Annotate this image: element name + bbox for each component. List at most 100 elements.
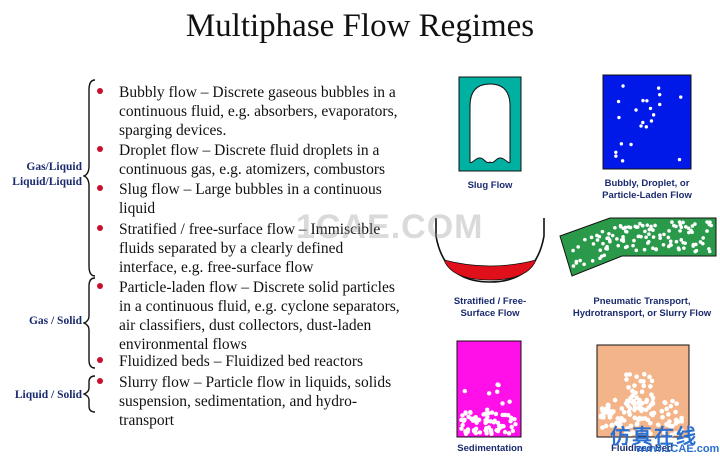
sediment-particle <box>483 411 488 416</box>
bed-particle <box>624 372 629 377</box>
group-label-line: Liquid/Liquid <box>12 176 82 188</box>
group-label-liquid-solid: Liquid / Solid <box>4 388 82 403</box>
bullet-line: Slurry flow – Particle flow in liquids, … <box>119 374 392 391</box>
bed-particle <box>628 423 634 429</box>
watermark-corner-cn: 仿真在线 <box>610 426 698 448</box>
transport-particle <box>694 242 698 247</box>
bullet-dot <box>97 357 103 363</box>
sediment-particle <box>491 420 497 425</box>
transport-particle <box>638 221 642 226</box>
transport-particle <box>640 223 645 228</box>
transport-particle <box>574 261 579 265</box>
bed-particle <box>664 406 669 412</box>
slug-flow-caption: Slug Flow <box>440 180 540 192</box>
group-label-line: Gas / Solid <box>28 315 82 327</box>
transport-particle <box>615 237 619 241</box>
pneumatic-transport-diagram <box>559 217 717 277</box>
bullet-dot <box>97 283 103 289</box>
bed-particle <box>637 406 643 412</box>
bullet-dot <box>97 88 103 94</box>
transport-particle <box>683 241 687 245</box>
transport-particle <box>583 237 587 242</box>
bed-particle <box>639 400 645 406</box>
transport-particle <box>651 246 655 251</box>
transport-particle <box>679 238 684 242</box>
bed-particle <box>634 395 640 401</box>
stratified-flow-caption: Stratified / Free- Surface Flow <box>440 296 540 320</box>
bed-particle <box>646 429 652 435</box>
transport-particle <box>670 220 674 224</box>
sediment-particle <box>471 428 477 433</box>
bed-particle <box>599 406 605 411</box>
bullet-text: Slug flow – Large bubbles in a continuou… <box>119 180 429 218</box>
caption-line: Fluidized Bed <box>611 443 673 454</box>
brace-gas-solid <box>83 277 96 369</box>
transport-particle <box>589 235 594 240</box>
bullet-line: liquid <box>119 200 156 217</box>
bed-particle <box>660 414 665 420</box>
bed-particle <box>666 412 671 417</box>
bed-particle <box>637 427 642 433</box>
transport-particle <box>658 233 662 238</box>
transport-particle <box>662 232 666 237</box>
bed-particle <box>649 392 654 398</box>
bubble <box>619 142 624 146</box>
bullet-line: Slug flow – Large bubbles in a continuou… <box>119 181 382 198</box>
transport-particle <box>639 234 643 239</box>
transport-particle <box>707 222 712 227</box>
transport-particle <box>668 239 673 244</box>
bubble <box>621 84 625 88</box>
bed-particle <box>635 416 641 422</box>
transport-particle <box>616 243 621 248</box>
transport-particle <box>668 242 673 247</box>
bed-particle <box>650 412 655 418</box>
sediment-particle <box>473 417 479 423</box>
sediment-particle <box>494 428 499 433</box>
bed-particle <box>648 402 654 408</box>
bed-particle <box>605 402 611 408</box>
sediment-particle <box>484 431 489 436</box>
sediment-particle <box>476 417 482 423</box>
transport-particle <box>705 220 709 224</box>
transport-particle <box>595 238 600 242</box>
bed-particle <box>641 379 646 384</box>
bed-particle <box>600 425 605 430</box>
bed-particle <box>609 422 615 428</box>
sediment-particle <box>469 416 474 421</box>
slug-flow-diagram <box>458 76 522 172</box>
transport-particle <box>658 236 662 240</box>
bed-particle <box>632 383 637 388</box>
sediment-particle <box>486 391 492 396</box>
bullet-line: interface, e.g. free-surface flow <box>119 259 314 276</box>
bed-particle <box>630 388 635 394</box>
caption-line: Surface Flow <box>460 308 520 319</box>
bed-particle <box>647 374 652 380</box>
bed-particle <box>627 372 633 377</box>
transport-particle <box>693 222 697 226</box>
bed-particle <box>674 401 679 406</box>
transport-particle <box>674 239 679 244</box>
sediment-particle <box>486 425 492 430</box>
bullet-dot <box>97 225 103 231</box>
transport-particle <box>571 264 576 268</box>
bed-particle <box>626 385 631 390</box>
bed-particle <box>641 383 647 389</box>
bed-particle <box>662 430 667 435</box>
sediment-particle <box>459 417 464 423</box>
bubble <box>679 95 683 99</box>
sediment-particle <box>465 429 470 434</box>
bullet-text: Fluidized beds – Fluidized bed reactors <box>119 352 429 371</box>
bubble <box>651 113 656 117</box>
bed-particle <box>603 423 609 429</box>
bullet-line: Fluidized beds – Fluidized bed reactors <box>119 353 364 370</box>
transport-particle <box>625 244 629 249</box>
bed-particle <box>643 430 648 436</box>
bubble <box>641 120 645 125</box>
bed-particle <box>601 415 606 420</box>
transport-particle <box>707 249 712 254</box>
bed-particle <box>612 397 618 403</box>
transport-particle <box>606 236 611 240</box>
bed-particle <box>673 430 678 436</box>
sediment-particle <box>496 382 501 388</box>
sediment-particle <box>489 431 494 436</box>
